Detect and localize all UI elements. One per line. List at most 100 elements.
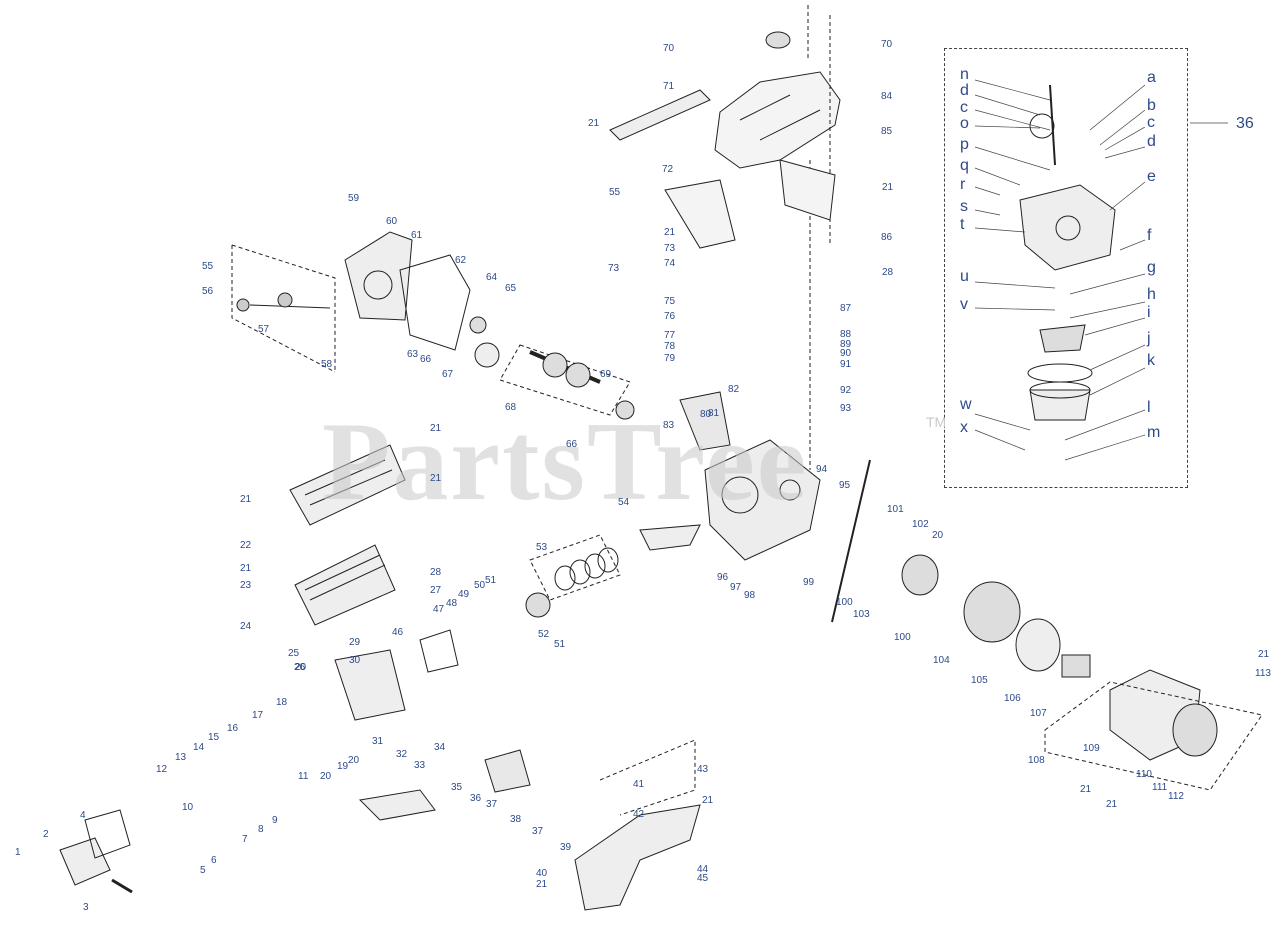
cooling-fan[interactable] [1015, 618, 1061, 672]
piston-rings[interactable] [554, 547, 619, 591]
part-label[interactable]: 20 [932, 530, 944, 541]
part-label[interactable]: 43 [697, 764, 709, 775]
bowl-gasket[interactable] [1027, 363, 1093, 383]
carburetor-body[interactable] [1019, 184, 1116, 271]
carb-label[interactable]: f [1147, 227, 1152, 244]
part-label[interactable]: 54 [618, 497, 630, 508]
part-label[interactable]: 82 [728, 384, 740, 395]
part-label[interactable]: 13 [175, 752, 187, 763]
part-label[interactable]: 100 [894, 632, 911, 643]
part-label[interactable]: 74 [664, 258, 676, 269]
intake-manifold[interactable] [334, 649, 406, 721]
part-label[interactable]: 63 [407, 349, 419, 360]
part-label[interactable]: 29 [349, 637, 361, 648]
part-label[interactable]: 15 [208, 732, 220, 743]
part-label[interactable]: 102 [912, 519, 929, 530]
part-label[interactable]: 71 [663, 81, 675, 92]
part-label[interactable]: 77 [664, 330, 676, 341]
part-label[interactable]: 96 [717, 572, 729, 583]
part-label[interactable]: 21 [240, 494, 252, 505]
carb-label[interactable]: s [960, 198, 968, 215]
part-label[interactable]: 113 [1255, 668, 1271, 679]
carb-label[interactable]: t [960, 216, 965, 233]
part-label[interactable]: 21 [1106, 799, 1118, 810]
crankcase-cover[interactable] [344, 231, 413, 321]
part-label[interactable]: 111 [1152, 782, 1168, 793]
carb-label[interactable]: g [1147, 259, 1156, 276]
bearing[interactable] [469, 316, 487, 334]
part-label[interactable]: 99 [803, 577, 815, 588]
ignition-coil[interactable] [679, 391, 731, 451]
carb-label[interactable]: q [960, 157, 969, 174]
part-label[interactable]: 108 [1028, 755, 1045, 766]
part-label[interactable]: 21 [430, 423, 442, 434]
muffler-shield[interactable] [574, 804, 701, 911]
carb-label[interactable]: w [960, 396, 972, 413]
part-label[interactable]: 47 [433, 604, 445, 615]
part-label[interactable]: 59 [348, 193, 360, 204]
part-label[interactable]: 24 [240, 621, 252, 632]
bearing-2[interactable] [615, 400, 635, 420]
throttle-shaft[interactable] [1049, 84, 1056, 166]
part-label[interactable]: 81 [708, 408, 720, 419]
carb-label[interactable]: c [960, 99, 968, 116]
part-label[interactable]: 83 [663, 420, 675, 431]
part-label[interactable]: 88 [840, 329, 852, 340]
part-label[interactable]: 97 [730, 582, 742, 593]
carb-label[interactable]: m [1147, 424, 1161, 441]
gear[interactable] [474, 342, 500, 368]
part-label[interactable]: 32 [396, 749, 408, 760]
part-label[interactable]: 8 [258, 824, 264, 835]
part-label[interactable]: 18 [276, 697, 288, 708]
cover-gasket-small[interactable] [84, 809, 131, 859]
carb-label[interactable]: l [1147, 399, 1151, 416]
part-label[interactable]: 39 [560, 842, 572, 853]
part-label[interactable]: 41 [633, 779, 645, 790]
part-label[interactable]: 27 [430, 585, 442, 596]
part-label[interactable]: 56 [202, 286, 214, 297]
part-label[interactable]: 28 [882, 267, 894, 278]
part-label[interactable]: 91 [840, 359, 852, 370]
part-label[interactable]: 45 [697, 873, 709, 884]
carb-label[interactable]: k [1147, 352, 1155, 369]
part-label[interactable]: 76 [664, 311, 676, 322]
part-label[interactable]: 101 [887, 504, 904, 515]
part-label[interactable]: 100 [836, 597, 853, 608]
cover-gasket[interactable] [399, 254, 471, 351]
tank-strap[interactable] [609, 89, 711, 141]
part-label[interactable]: 26 [294, 662, 306, 673]
tank-bracket[interactable] [664, 179, 736, 249]
part-label[interactable]: 110 [1136, 769, 1152, 780]
carb-label[interactable]: a [1147, 69, 1156, 86]
part-label[interactable]: 66 [420, 354, 432, 365]
part-label[interactable]: 90 [840, 348, 852, 359]
part-label[interactable]: 55 [609, 187, 621, 198]
part-label[interactable]: 22 [240, 540, 252, 551]
recoil-starter[interactable] [1172, 703, 1218, 757]
push-rod[interactable] [111, 878, 133, 894]
part-label[interactable]: 40 [536, 868, 548, 879]
part-label[interactable]: 44 [697, 864, 709, 875]
engine-block[interactable] [704, 439, 821, 561]
part-label[interactable]: 48 [446, 598, 458, 609]
part-label[interactable]: 37 [532, 826, 544, 837]
part-label[interactable]: 16 [227, 723, 239, 734]
carb-label[interactable]: p [960, 136, 969, 153]
carburetor-lower[interactable] [484, 749, 531, 793]
carb-label[interactable]: b [1147, 97, 1156, 114]
part-label[interactable]: 103 [853, 609, 870, 620]
part-label[interactable]: 89 [840, 339, 852, 350]
part-label[interactable]: 21 [588, 118, 600, 129]
part-label[interactable]: 67 [442, 369, 454, 380]
stator[interactable] [901, 554, 939, 596]
part-label[interactable]: 46 [392, 627, 404, 638]
carb-label[interactable]: c [1147, 114, 1155, 131]
part-label[interactable]: 12 [156, 764, 168, 775]
part-label[interactable]: 20 [295, 662, 307, 673]
part-label[interactable]: 109 [1083, 743, 1100, 754]
part-label[interactable]: 21 [664, 227, 676, 238]
part-label[interactable]: 55 [202, 261, 214, 272]
part-label[interactable]: 21 [430, 473, 442, 484]
part-label[interactable]: 51 [485, 575, 497, 586]
part-label[interactable]: 20 [320, 771, 332, 782]
